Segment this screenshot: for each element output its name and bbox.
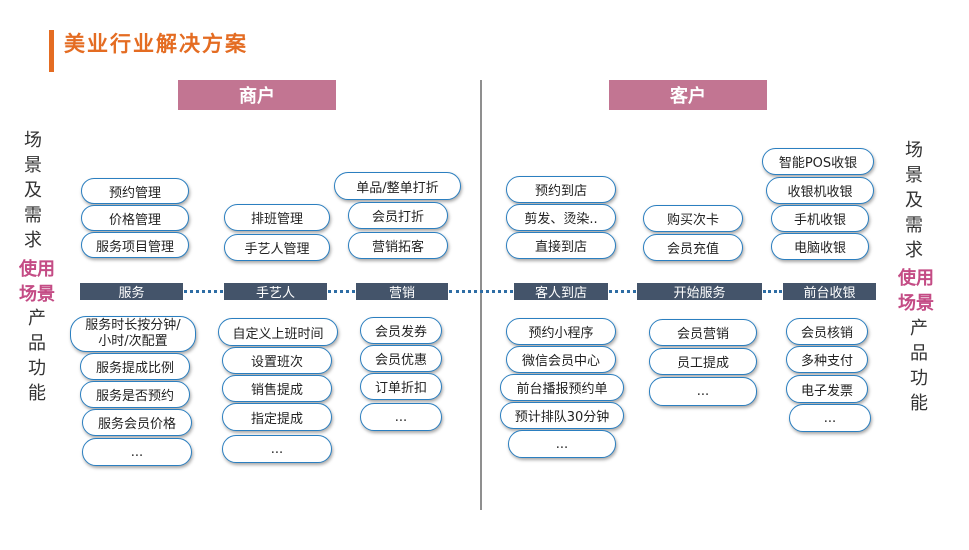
feature-pill: ... bbox=[360, 403, 442, 431]
right-side-char: 求 bbox=[905, 240, 923, 261]
left-side-label: 场 景 及 需 求 bbox=[18, 128, 48, 253]
need-pill: 剪发、烫染.. bbox=[506, 204, 616, 231]
need-pill: 会员打折 bbox=[348, 202, 448, 229]
feature-pill: 会员核销 bbox=[786, 318, 868, 345]
need-pill: 电脑收银 bbox=[771, 233, 869, 260]
feature-pill: 会员营销 bbox=[649, 319, 757, 346]
right-side-char: 功 bbox=[910, 368, 928, 389]
feature-pill: ... bbox=[82, 438, 192, 466]
need-pill: 价格管理 bbox=[81, 205, 189, 231]
feature-pill: 预计排队30分钟 bbox=[500, 402, 624, 429]
feature-pill: 服务时长按分钟/ 小时/次配置 bbox=[70, 316, 196, 352]
need-pill: 预约管理 bbox=[81, 178, 189, 204]
feature-pill: ... bbox=[508, 430, 616, 458]
category-service: 服务 bbox=[80, 283, 183, 301]
right-highlight-line: 场景 bbox=[898, 293, 934, 314]
left-side-char: 景 bbox=[24, 155, 42, 176]
need-pill: 会员充值 bbox=[643, 234, 743, 261]
left-side-char: 场 bbox=[24, 130, 42, 151]
feature-pill: 预约小程序 bbox=[506, 318, 616, 345]
left-side-char: 及 bbox=[24, 180, 42, 201]
left-side-char: 需 bbox=[24, 205, 42, 226]
feature-pill: 微信会员中心 bbox=[506, 346, 616, 373]
feature-pill: 会员发券 bbox=[360, 317, 442, 344]
center-divider bbox=[480, 80, 482, 510]
need-pill: 单品/整单打折 bbox=[334, 172, 461, 200]
feature-pill: 服务是否预约 bbox=[80, 381, 190, 408]
need-pill: 手机收银 bbox=[771, 205, 869, 232]
right-side-char: 景 bbox=[905, 165, 923, 186]
feature-pill: 员工提成 bbox=[649, 348, 757, 375]
feature-pill: 前台播报预约单 bbox=[500, 374, 624, 401]
feature-pill: 多种支付 bbox=[786, 346, 868, 373]
need-pill: 收银机收银 bbox=[766, 177, 874, 204]
feature-pill: ... bbox=[649, 377, 757, 406]
category-arrival: 客人到店 bbox=[514, 283, 608, 301]
right-side-char: 品 bbox=[910, 343, 928, 364]
right-highlight-line: 使用 bbox=[898, 268, 934, 289]
feature-pill: 销售提成 bbox=[222, 375, 332, 402]
feature-pill: 电子发票 bbox=[786, 375, 868, 403]
title-accent-bar bbox=[49, 30, 54, 72]
page-title: 美业行业解决方案 bbox=[64, 32, 248, 56]
feature-pill: 设置班次 bbox=[222, 347, 332, 374]
need-pill: 智能POS收银 bbox=[762, 148, 874, 175]
left-side-char: 能 bbox=[28, 383, 46, 404]
category-start-service: 开始服务 bbox=[637, 283, 762, 301]
left-side-char: 产 bbox=[28, 308, 46, 329]
connector-dots bbox=[449, 290, 513, 293]
feature-pill: 订单折扣 bbox=[360, 373, 442, 400]
need-pill: 排班管理 bbox=[224, 204, 330, 231]
category-checkout: 前台收银 bbox=[783, 283, 876, 301]
need-pill: 购买次卡 bbox=[643, 205, 743, 232]
need-pill: 直接到店 bbox=[506, 232, 616, 259]
need-pill: 服务项目管理 bbox=[81, 232, 189, 258]
left-side-char: 品 bbox=[28, 333, 46, 354]
need-pill: 预约到店 bbox=[506, 176, 616, 203]
feature-pill: 自定义上班时间 bbox=[218, 318, 338, 346]
feature-pill: 会员优惠 bbox=[360, 345, 442, 372]
connector-dots bbox=[763, 290, 782, 293]
connector-dots bbox=[328, 290, 355, 293]
connector-dots bbox=[609, 290, 636, 293]
right-side-char: 及 bbox=[905, 190, 923, 211]
feature-pill: ... bbox=[222, 435, 332, 463]
need-pill: 手艺人管理 bbox=[224, 234, 330, 261]
right-side-char: 需 bbox=[905, 215, 923, 236]
right-side-bottom: 产 品 功 能 bbox=[904, 316, 934, 416]
feature-pill: 服务会员价格 bbox=[82, 409, 192, 436]
left-side-char: 求 bbox=[24, 230, 42, 251]
feature-pill: 指定提成 bbox=[222, 403, 332, 431]
left-highlight-line: 使用 bbox=[19, 259, 55, 280]
right-highlight: 使用 场景 bbox=[893, 266, 939, 316]
merchant-header: 商户 bbox=[178, 80, 336, 110]
right-side-label: 场 景 及 需 求 bbox=[899, 138, 929, 263]
feature-pill: ... bbox=[789, 404, 871, 432]
category-artisan: 手艺人 bbox=[224, 283, 327, 301]
right-side-char: 能 bbox=[910, 393, 928, 414]
category-marketing: 营销 bbox=[356, 283, 448, 301]
feature-pill: 服务提成比例 bbox=[80, 353, 190, 380]
connector-dots bbox=[184, 290, 223, 293]
right-side-char: 场 bbox=[905, 140, 923, 161]
need-pill: 营销拓客 bbox=[348, 232, 448, 259]
customer-header: 客户 bbox=[609, 80, 767, 110]
left-side-char: 功 bbox=[28, 358, 46, 379]
left-side-bottom: 产 品 功 能 bbox=[22, 306, 52, 406]
left-highlight: 使用 场景 bbox=[14, 257, 60, 307]
left-highlight-line: 场景 bbox=[19, 284, 55, 305]
right-side-char: 产 bbox=[910, 318, 928, 339]
